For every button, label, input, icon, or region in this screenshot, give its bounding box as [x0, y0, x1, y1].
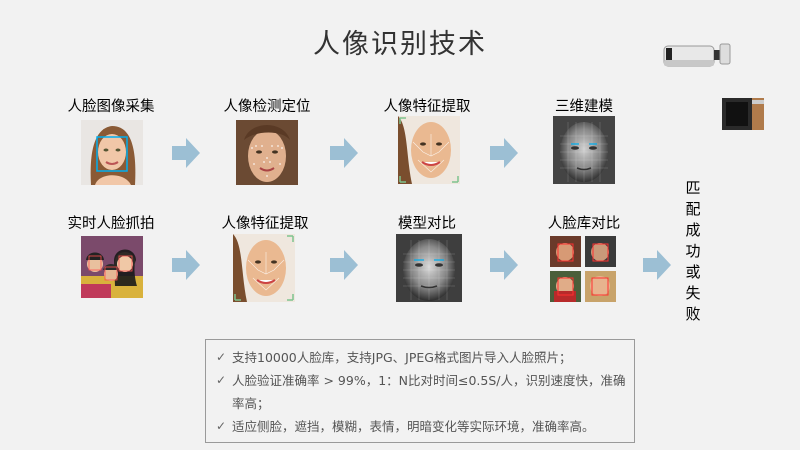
feature-extract-image-2 — [233, 234, 295, 302]
face-capture-image — [81, 120, 143, 185]
note-item: ✓ 支持10000人脸库，支持JPG、JPEG格式图片导入人脸照片； — [216, 346, 626, 369]
note-text: 人脸验证准确率 > 99%，1：N比对时间≤0.5S/人，识别速度快，准确率高； — [232, 373, 626, 411]
step-label-model-compare: 模型对比 — [398, 216, 456, 232]
note-item: ✓ 适应侧脸，遮挡，模糊，表情，明暗变化等实际环境，准确率高。 — [216, 415, 626, 438]
result-char: 成 — [685, 221, 701, 239]
3d-model-image-2 — [396, 234, 462, 302]
3d-model-image-1 — [553, 116, 615, 184]
result-char: 配 — [685, 200, 701, 218]
flow-arrow-icon — [330, 138, 358, 168]
result-char: 功 — [685, 242, 701, 260]
step-label-detection: 人像检测定位 — [223, 99, 311, 115]
feature-notes-box: ✓ 支持10000人脸库，支持JPG、JPEG格式图片导入人脸照片； ✓ 人脸验… — [205, 339, 635, 443]
result-char: 失 — [685, 284, 701, 302]
result-char: 匹 — [685, 179, 701, 197]
note-text: 支持10000人脸库，支持JPG、JPEG格式图片导入人脸照片； — [232, 350, 572, 365]
flow-arrow-icon — [172, 138, 200, 168]
flow-arrow-icon — [172, 250, 200, 280]
flow-arrow-icon — [490, 138, 518, 168]
realtime-capture-image — [81, 236, 143, 298]
step-label-feature-extract: 人像特征提取 — [383, 99, 471, 115]
note-text: 适应侧脸，遮挡，模糊，表情，明暗变化等实际环境，准确率高。 — [232, 419, 595, 434]
flow-arrow-icon — [643, 250, 671, 280]
face-terminal-icon — [722, 98, 764, 130]
detection-image — [236, 120, 298, 185]
step-label-3d-model: 三维建模 — [555, 99, 613, 115]
flow-arrow-icon — [490, 250, 518, 280]
check-icon: ✓ — [216, 373, 227, 387]
step-label-realtime-capture: 实时人脸抓拍 — [67, 216, 155, 232]
flow-arrow-icon — [330, 250, 358, 280]
facebase-grid-image — [550, 236, 616, 302]
check-icon: ✓ — [216, 350, 227, 364]
result-char: 或 — [685, 263, 701, 281]
page-title: 人像识别技术 — [313, 29, 487, 60]
step-label-feature-extract-2: 人像特征提取 — [221, 216, 309, 232]
match-result-label: 匹 配 成 功 或 失 败 — [683, 178, 703, 325]
bullet-camera-icon — [663, 43, 731, 67]
check-icon: ✓ — [216, 419, 227, 433]
note-item: ✓ 人脸验证准确率 > 99%，1：N比对时间≤0.5S/人，识别速度快，准确率… — [216, 369, 626, 415]
step-label-facebase-compare: 人脸库对比 — [547, 216, 621, 232]
result-char: 败 — [685, 305, 701, 323]
feature-extract-image-1 — [398, 116, 460, 184]
step-label-face-capture: 人脸图像采集 — [67, 99, 155, 115]
